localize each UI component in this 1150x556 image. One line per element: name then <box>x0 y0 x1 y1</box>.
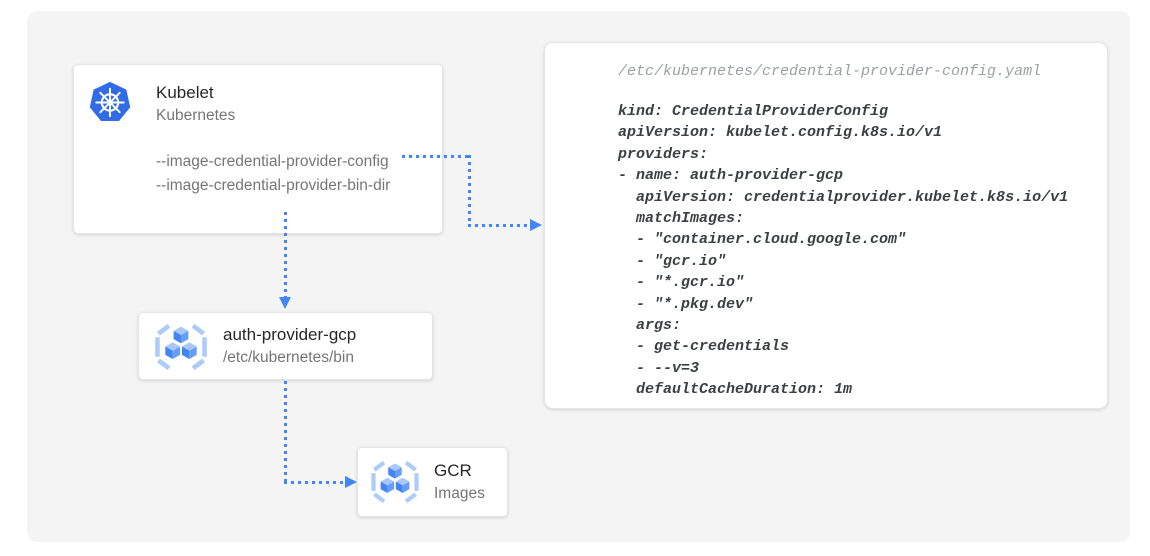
config-file-line: args: <box>618 317 682 335</box>
config-file-line: - "*.pkg.dev" <box>618 295 754 313</box>
arrow-kubelet-to-auth-seg <box>284 212 287 298</box>
config-file-line: defaultCacheDuration: 1m <box>618 381 853 399</box>
config-file-line: apiVersion: credentialprovider.kubelet.k… <box>618 188 1069 206</box>
config-file-path: /etc/kubernetes/credential-provider-conf… <box>618 63 1042 80</box>
config-file-line: - "container.cloud.google.com" <box>618 231 907 249</box>
arrow-head-to-yaml <box>530 219 542 231</box>
node-title: auth-provider-gcp <box>223 325 357 344</box>
kubelet-flag-item: --image-credential-provider-config <box>156 153 389 170</box>
node-title: GCR <box>434 461 472 480</box>
node-gcr: GCR Images <box>357 447 508 517</box>
config-file-panel: /etc/kubernetes/credential-provider-conf… <box>544 42 1108 409</box>
node-subtitle: Kubernetes <box>156 107 236 124</box>
kubelet-flags: --image-credential-provider-config --imag… <box>156 150 390 198</box>
kubelet-flag-item: --image-credential-provider-bin-dir <box>156 177 391 194</box>
config-file-line: - get-credentials <box>618 338 790 356</box>
config-file-line: kind: CredentialProviderConfig <box>618 103 889 120</box>
config-file-line: apiVersion: kubelet.config.k8s.io/v1 <box>618 124 943 142</box>
config-file-content: kind: CredentialProviderConfig apiVersion… <box>618 101 1068 401</box>
arrow-config-to-yaml-seg3 <box>468 224 530 227</box>
arrow-config-to-yaml-seg2 <box>468 155 471 227</box>
node-title: Kubelet <box>156 83 214 102</box>
config-file-line: - "gcr.io" <box>618 252 727 270</box>
node-subtitle: Images <box>434 485 485 502</box>
config-file-line: providers: <box>618 145 709 163</box>
gcr-icon <box>155 323 207 371</box>
node-auth-provider-gcp: auth-provider-gcp /etc/kubernetes/bin <box>138 312 433 380</box>
arrow-head-to-auth <box>279 297 291 309</box>
arrow-auth-to-gcr-seg2 <box>284 481 346 484</box>
node-subtitle: /etc/kubernetes/bin <box>223 349 354 366</box>
config-file-line: - --v=3 <box>618 359 700 377</box>
arrow-config-to-yaml-seg1 <box>402 155 470 158</box>
gcr-icon <box>371 460 419 504</box>
arrow-head-to-gcr <box>345 476 357 488</box>
arrow-auth-to-gcr-seg1 <box>284 381 287 482</box>
kubernetes-icon <box>89 81 131 121</box>
config-file-line: - name: auth-provider-gcp <box>618 167 844 185</box>
node-kubelet: Kubelet Kubernetes --image-credential-pr… <box>73 64 443 234</box>
config-file-line: matchImages: <box>618 210 745 228</box>
config-file-line: - "*.gcr.io" <box>618 274 745 292</box>
